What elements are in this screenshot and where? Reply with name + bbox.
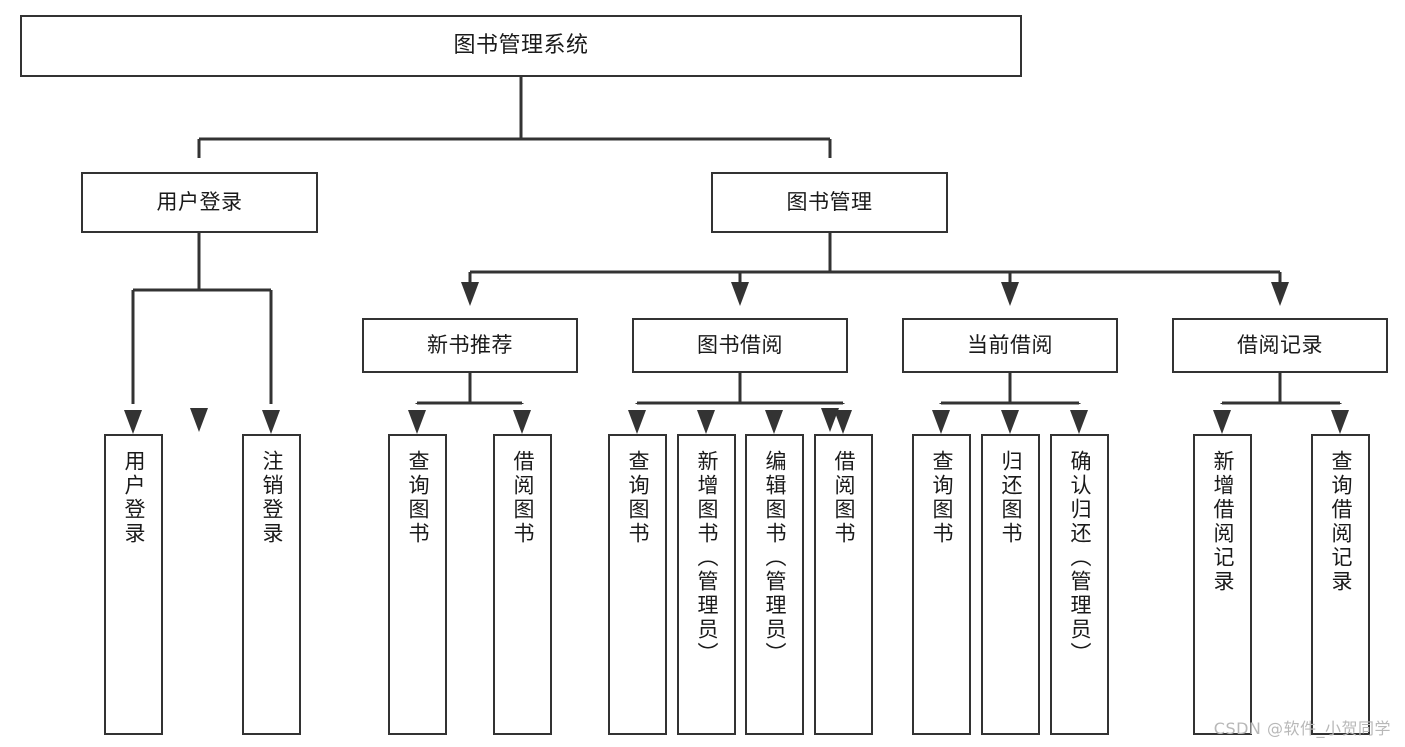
node-current-borrow-label: 当前借阅 [967,332,1053,357]
node-leaf-return-book-label: 归还图书 [999,450,1023,546]
node-book-borrow-label: 图书借阅 [697,332,783,357]
node-leaf-edit-book[interactable]: 编辑图书（管理员） [745,434,804,735]
node-leaf-borrow-book-2-label: 借阅图书 [832,450,856,546]
arrowhead-leaf-logout [262,410,280,434]
arrowhead-leaf-query-record [1331,410,1349,434]
arrowhead-book-manage [821,408,839,432]
node-leaf-user-login-label: 用户登录 [122,450,146,546]
node-leaf-logout[interactable]: 注销登录 [242,434,301,735]
node-leaf-query-book-1[interactable]: 查询图书 [388,434,447,735]
arrowhead-new-book-recommend [461,282,479,306]
node-leaf-borrow-book-1[interactable]: 借阅图书 [493,434,552,735]
node-root-label: 图书管理系统 [453,32,589,58]
node-leaf-return-book[interactable]: 归还图书 [981,434,1040,735]
node-leaf-confirm-return[interactable]: 确认归还（管理员） [1050,434,1109,735]
node-leaf-edit-book-label: 编辑图书（管理员） [763,450,787,666]
node-leaf-query-record-label: 查询借阅记录 [1329,450,1353,594]
node-leaf-add-book-label: 新增图书（管理员） [695,450,719,666]
arrowhead-borrow-record [1271,282,1289,306]
arrowhead-current-borrow [1001,282,1019,306]
arrowhead-leaf-add-book [697,410,715,434]
node-current-borrow[interactable]: 当前借阅 [902,318,1118,373]
node-book-manage[interactable]: 图书管理 [711,172,948,233]
node-user-login[interactable]: 用户登录 [81,172,318,233]
arrowhead-book-borrow [731,282,749,306]
node-leaf-borrow-book-2[interactable]: 借阅图书 [814,434,873,735]
node-leaf-query-book-2-label: 查询图书 [626,450,650,546]
node-root[interactable]: 图书管理系统 [20,15,1022,77]
arrowhead-leaf-user-login [124,410,142,434]
arrow-heads [124,282,1349,434]
node-leaf-add-record-label: 新增借阅记录 [1211,450,1235,594]
node-borrow-record-label: 借阅记录 [1237,332,1323,357]
arrowhead-leaf-return-book [1001,410,1019,434]
arrowhead-leaf-query-book-3 [932,410,950,434]
node-borrow-record[interactable]: 借阅记录 [1172,318,1388,373]
arrowhead-leaf-borrow-book-1 [513,410,531,434]
arrowhead-leaf-query-book-2 [628,410,646,434]
node-leaf-query-book-1-label: 查询图书 [406,450,430,546]
node-leaf-query-book-2[interactable]: 查询图书 [608,434,667,735]
node-leaf-query-book-3[interactable]: 查询图书 [912,434,971,735]
node-leaf-confirm-return-label: 确认归还（管理员） [1068,450,1092,666]
node-leaf-logout-label: 注销登录 [260,450,284,546]
arrowhead-leaf-add-record [1213,410,1231,434]
node-leaf-borrow-book-1-label: 借阅图书 [511,450,535,546]
node-new-book-recommend[interactable]: 新书推荐 [362,318,578,373]
node-new-book-recommend-label: 新书推荐 [427,332,513,357]
arrowhead-leaf-edit-book [765,410,783,434]
node-leaf-query-book-3-label: 查询图书 [930,450,954,546]
node-book-manage-label: 图书管理 [786,189,873,214]
node-leaf-query-record[interactable]: 查询借阅记录 [1311,434,1370,735]
node-leaf-add-record[interactable]: 新增借阅记录 [1193,434,1252,735]
node-leaf-user-login[interactable]: 用户登录 [104,434,163,735]
arrowhead-leaf-confirm-return [1070,410,1088,434]
node-book-borrow[interactable]: 图书借阅 [632,318,848,373]
arrowhead-leaf-borrow-book-2 [834,410,852,434]
arrowhead-leaf-query-book-1 [408,410,426,434]
node-user-login-label: 用户登录 [156,189,243,214]
arrowhead-user-login [190,408,208,432]
node-leaf-add-book[interactable]: 新增图书（管理员） [677,434,736,735]
